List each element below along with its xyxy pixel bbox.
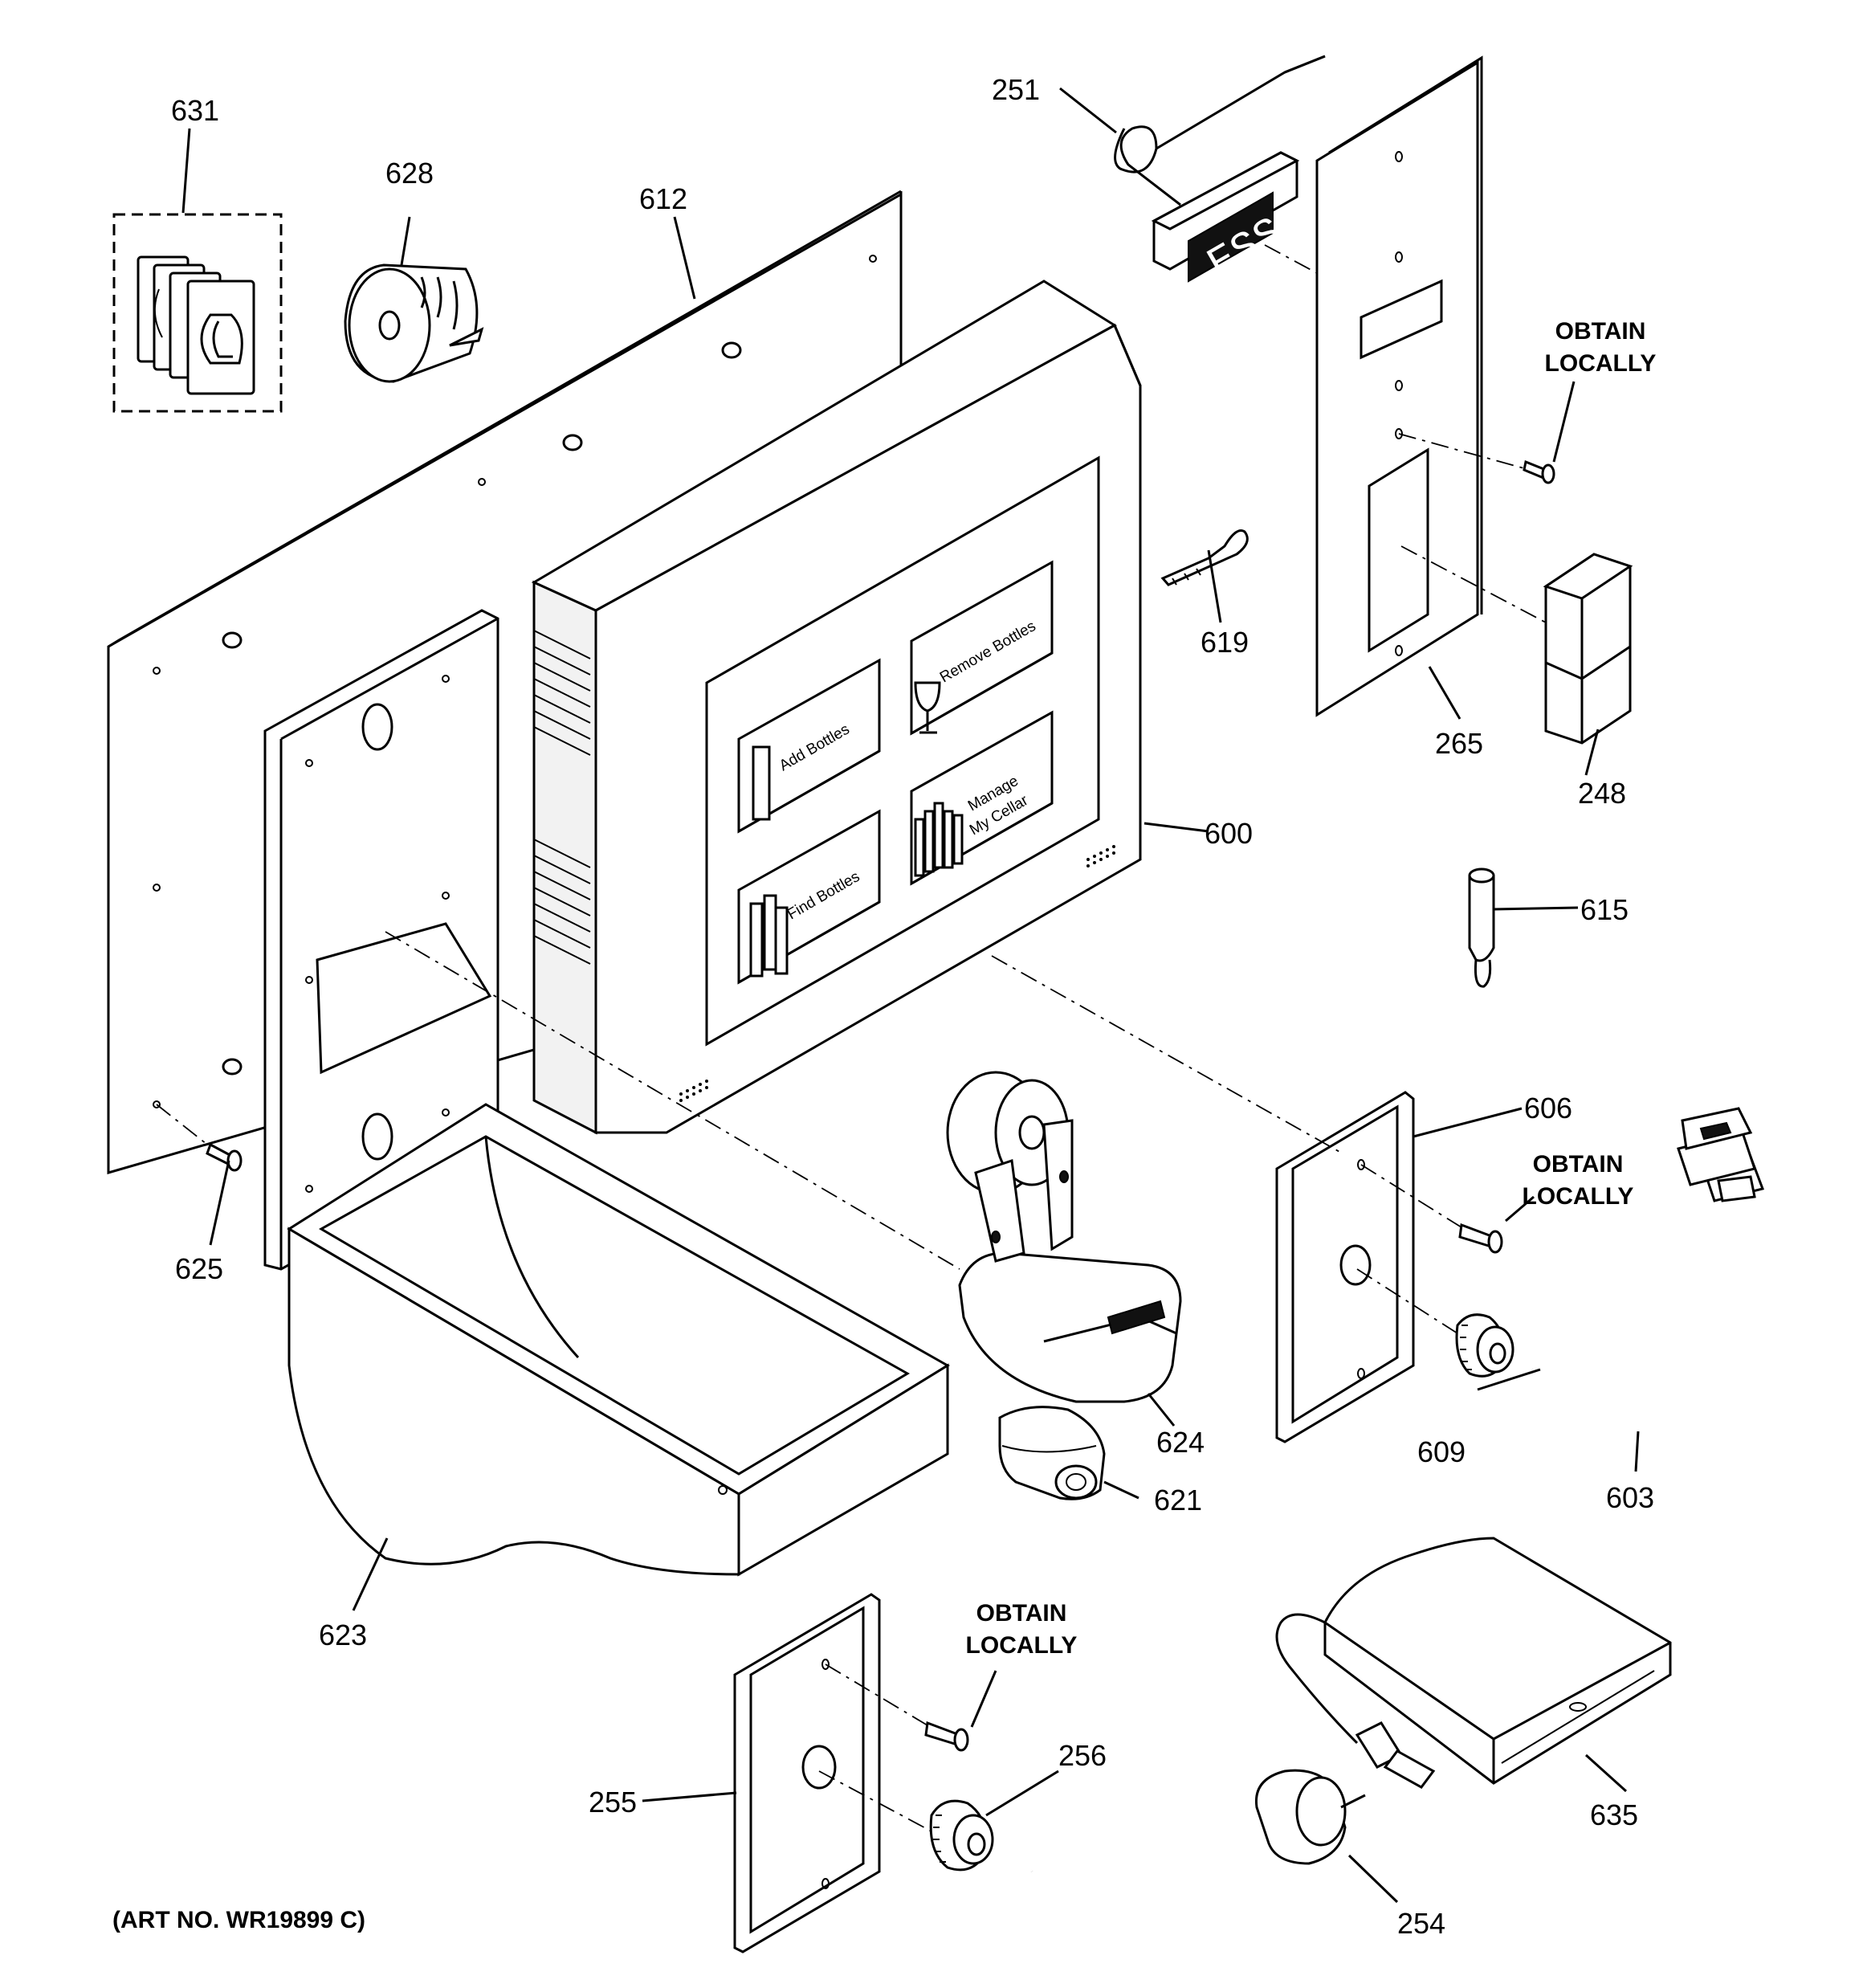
callout-603: 603 (1606, 1481, 1654, 1514)
note-obtain-text: OBTAIN (976, 1600, 1067, 1627)
art-number: (ART NO. WR19899 C) (112, 1907, 365, 1933)
temp-display-251: ESS (1114, 55, 1326, 290)
callout-609: 609 (1417, 1435, 1466, 1468)
usb-drive-615 (1468, 867, 1495, 988)
callout-248: 248 (1578, 777, 1626, 810)
callout-631: 631 (171, 94, 219, 127)
note-obtain-locally-top: OBTAIN LOCALLY (1545, 318, 1657, 377)
screen-button-find: Find Bottles (737, 809, 881, 985)
callout-625: 625 (175, 1252, 223, 1285)
wall-plate-255 (733, 1593, 881, 1953)
housing-623 (263, 609, 950, 1577)
note-obtain-locally-middle: OBTAIN LOCALLY (1523, 1151, 1634, 1210)
screw-255 (924, 1721, 969, 1752)
callout-623: 623 (319, 1619, 367, 1651)
dvd-drive-635 (1275, 1537, 1672, 1789)
cap-621 (998, 1406, 1106, 1500)
callout-256: 256 (1058, 1739, 1107, 1772)
screen-button-manage: Manage My Cellar (910, 710, 1054, 886)
nut-609 (1455, 1313, 1514, 1378)
screen-button-remove: Remove Bottles (910, 560, 1054, 736)
note-locally-text: LOCALLY (1545, 350, 1657, 377)
callout-251: 251 (992, 73, 1040, 106)
leader-lines (181, 87, 1640, 1904)
callout-635: 635 (1590, 1798, 1638, 1831)
callout-600: 600 (1205, 817, 1253, 850)
callout-254: 254 (1397, 1907, 1445, 1940)
callout-628: 628 (385, 157, 434, 190)
note-obtain-locally-bottom: OBTAIN LOCALLY (966, 1600, 1078, 1659)
screw-625 (206, 1142, 243, 1172)
callout-619: 619 (1201, 626, 1249, 659)
nut-256 (929, 1799, 994, 1872)
callout-265: 265 (1435, 727, 1483, 760)
note-locally-text: LOCALLY (1523, 1183, 1634, 1210)
assembly-lines (156, 244, 1547, 1832)
note-obtain-text: OBTAIN (1555, 318, 1646, 345)
controller-600: Add Bottles Remove Bottles Find Bottles … (531, 280, 1142, 1135)
screw-right-top (1523, 459, 1555, 484)
rocker-switch-248 (1543, 553, 1633, 745)
wall-plate-606 (1275, 1091, 1415, 1443)
labels-kit-631 (112, 213, 283, 413)
tape-roll-628 (344, 263, 484, 383)
screw-606 (1458, 1223, 1503, 1254)
cable-254 (1024, 1769, 1366, 1917)
power-cord-603 (1527, 1107, 1764, 1415)
callout-606: 606 (1524, 1092, 1572, 1125)
note-locally-text: LOCALLY (966, 1632, 1078, 1659)
label-printer-624 (946, 1071, 1182, 1403)
plate-265 (1315, 55, 1483, 717)
screen-button-add: Add Bottles (737, 658, 881, 834)
callout-615: 615 (1580, 893, 1629, 926)
key-619 (1160, 529, 1249, 586)
callout-621: 621 (1154, 1484, 1202, 1517)
callout-612: 612 (639, 182, 687, 215)
callouts: 631 628 612 251 619 265 248 600 615 625 … (171, 73, 1654, 1940)
callout-624: 624 (1156, 1426, 1205, 1459)
callout-255: 255 (589, 1786, 637, 1819)
note-obtain-text: OBTAIN (1533, 1151, 1624, 1178)
